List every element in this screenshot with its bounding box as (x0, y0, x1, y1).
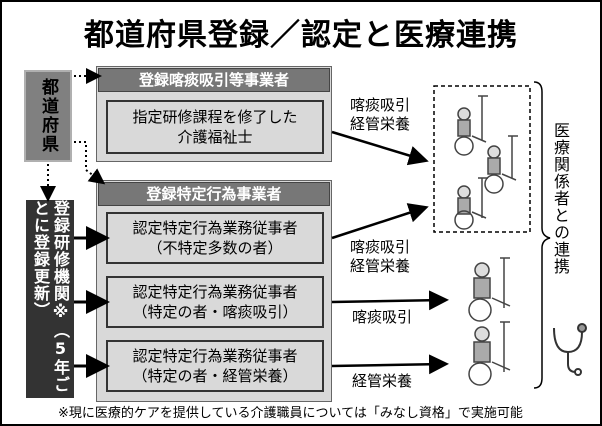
group2-item3: 認定特定行為業務従事者 （特定の者・経管栄養） (106, 340, 324, 392)
stethoscope-icon (553, 323, 587, 376)
group1-label: 喀痰吸引 経管栄養 (350, 96, 410, 134)
group2-item3-line2: （特定の者・経管栄養） (132, 367, 298, 385)
group2-item1: 認定特定行為業務従事者 （不特定多数の者） (106, 212, 324, 264)
right-bracket (533, 81, 551, 389)
arrow-group1-patients (331, 130, 429, 166)
group1-line2: 介護福祉士 (177, 128, 253, 146)
group2-item1-line2: （不特定多数の者） (147, 239, 283, 257)
group1-line1: 指定研修課程を修了した (132, 108, 298, 126)
prefecture-label: 都道府県 (38, 78, 58, 154)
footnote: ※現に医療的ケアを提供している介護職員については「みなし資格」で実施可能 (58, 406, 523, 421)
group2-item1-label: 喀痰吸引 経管栄養 (350, 238, 410, 276)
group2-item3-line1: 認定特定行為業務従事者 (132, 347, 298, 365)
group2-item3-label: 経管栄養 (352, 372, 413, 390)
wheelchair-person-icon (484, 135, 518, 194)
page-title: 都道府県登録／認定と医療連携 (84, 18, 518, 53)
group2-item2-line1: 認定特定行為業務従事者 (132, 283, 298, 301)
registration-body-label: 登録研修機関※（5年ごとに登録更新） (31, 200, 70, 393)
wheelchair-person-icon (468, 257, 511, 322)
group2-item1-label-line2: 経管栄養 (350, 257, 411, 275)
group1-label-line2: 経管栄養 (350, 115, 411, 133)
arrow-item1-patients (331, 203, 429, 240)
prefecture-box: 都道府県 (24, 70, 72, 162)
wheelchair-person-icon (468, 321, 511, 386)
wheelchair-person-icon (454, 95, 488, 156)
patients-dashed-box (433, 85, 531, 233)
group2-item2-label: 喀痰吸引 (352, 308, 413, 326)
group2-item1-label-line1: 喀痰吸引 (350, 238, 411, 256)
wheelchair-person-icon (454, 177, 488, 230)
group2-item1-line1: 認定特定行為業務従事者 (132, 219, 298, 237)
group1-header: 登録喀痰吸引等事業者 (98, 68, 330, 92)
arrow-item2-patient (331, 290, 449, 311)
registration-body-box: 登録研修機関※（5年ごとに登録更新） (26, 200, 74, 398)
group1-box: 指定研修課程を修了した 介護福祉士 (106, 100, 324, 154)
medical-collab-label: 医療関係者との連携 (551, 122, 570, 275)
group1-label-line1: 喀痰吸引 (350, 96, 411, 114)
dotted-line-pref-group2 (74, 141, 106, 185)
arrow-item3-patient (331, 354, 449, 375)
group2-header: 登録特定行為事業者 (98, 182, 330, 206)
group2-item2-line2: （特定の者・喀痰吸引） (132, 303, 298, 321)
group2-item2: 認定特定行為業務従事者 （特定の者・喀痰吸引） (106, 276, 324, 328)
